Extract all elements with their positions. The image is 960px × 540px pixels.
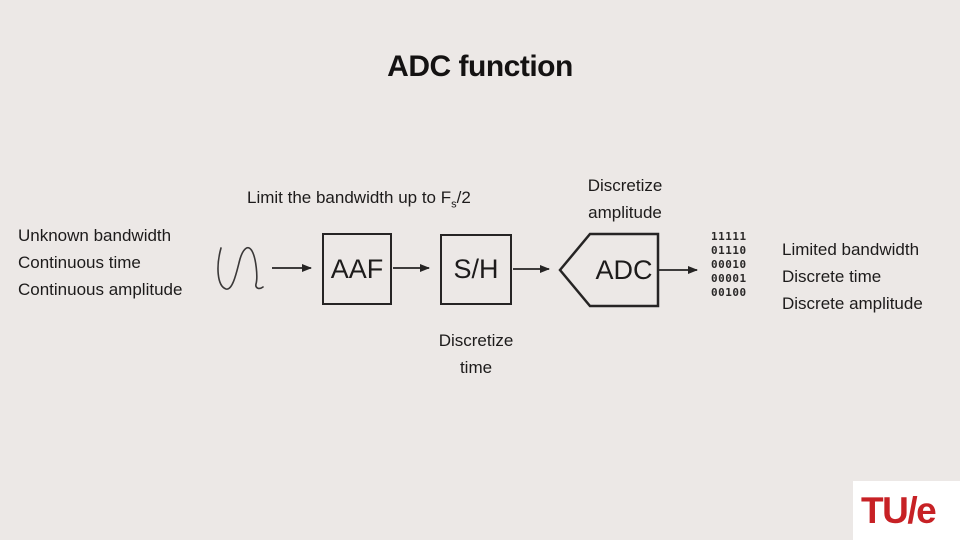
discretize-amplitude-line: Discretize bbox=[587, 176, 663, 195]
sine-wave-icon bbox=[217, 247, 264, 290]
output-line: Discrete amplitude bbox=[782, 294, 923, 313]
discretize-time-line: time bbox=[459, 358, 493, 377]
input-signal-description: Unknown bandwidth Continuous time Contin… bbox=[18, 222, 182, 303]
sample-hold-label: S/H bbox=[453, 254, 499, 284]
input-line: Continuous amplitude bbox=[18, 280, 183, 299]
discretize-time-line: Discretize bbox=[438, 331, 514, 350]
aaf-label: AAF bbox=[330, 253, 384, 284]
discretize-amplitude-line: amplitude bbox=[588, 203, 662, 222]
bandwidth-limit-label: Limit the bandwidth up to Fs/2 bbox=[247, 184, 471, 218]
binary-line: 01110 bbox=[711, 244, 747, 257]
adc-block: ADC bbox=[584, 234, 664, 306]
tue-logo: TU/e bbox=[853, 481, 960, 540]
binary-line: 00100 bbox=[711, 286, 747, 299]
output-signal-description: Limited bandwidth Discrete time Discrete… bbox=[782, 236, 923, 317]
sample-hold-block: S/H bbox=[440, 234, 512, 305]
bandwidth-limit-suffix: /2 bbox=[456, 188, 471, 207]
binary-output: 11111 01110 00010 00001 00100 bbox=[711, 230, 747, 300]
tue-logo-text: TU/e bbox=[861, 490, 937, 531]
discretize-amplitude-label: Discretize amplitude bbox=[577, 172, 673, 226]
bandwidth-limit-subscript: s bbox=[451, 198, 457, 211]
output-line: Limited bandwidth bbox=[782, 240, 920, 259]
output-line: Discrete time bbox=[782, 267, 882, 286]
discretize-time-label: Discretize time bbox=[426, 327, 526, 381]
binary-line: 11111 bbox=[711, 230, 747, 243]
aaf-block: AAF bbox=[322, 233, 392, 305]
input-line: Continuous time bbox=[18, 253, 141, 272]
input-line: Unknown bandwidth bbox=[18, 226, 172, 245]
adc-shape bbox=[558, 232, 660, 308]
binary-line: 00001 bbox=[711, 272, 747, 285]
binary-line: 00010 bbox=[711, 258, 747, 271]
bandwidth-limit-text: Limit the bandwidth up to F bbox=[247, 188, 452, 207]
page-title: ADC function bbox=[387, 50, 573, 83]
adc-label: ADC bbox=[595, 254, 653, 285]
